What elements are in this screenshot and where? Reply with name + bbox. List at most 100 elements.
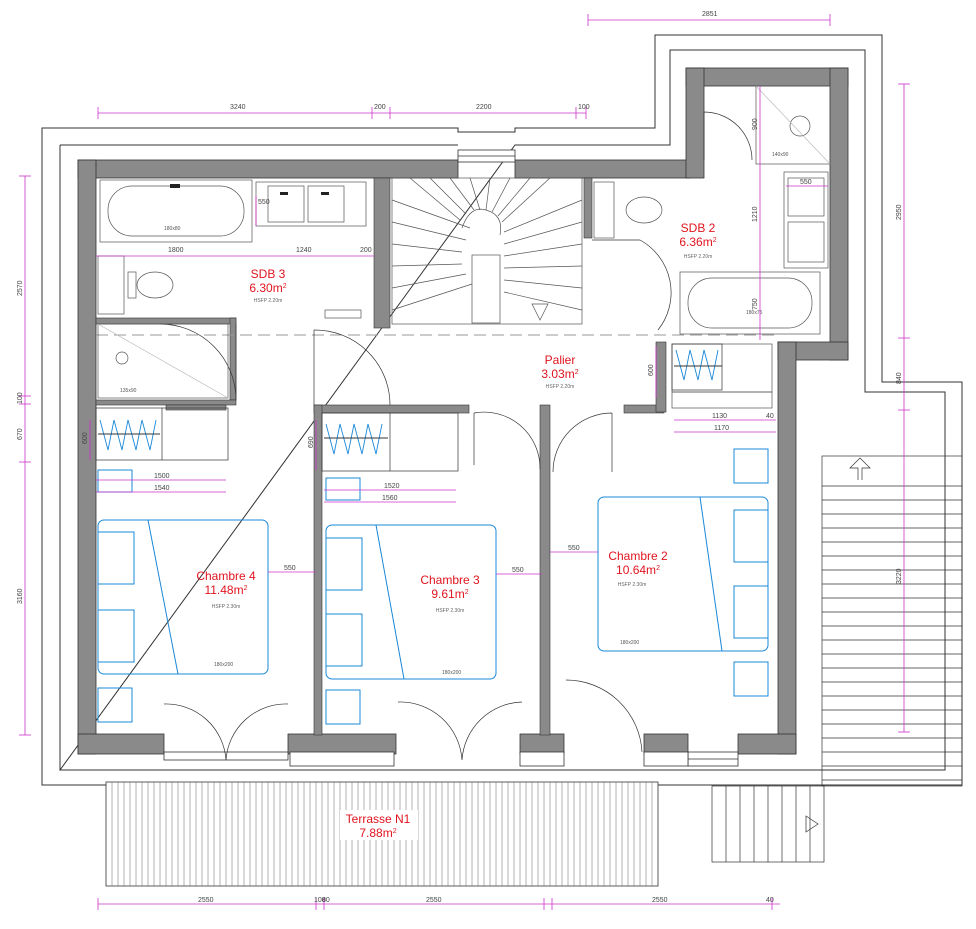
dim-left-4: 3160 <box>17 588 24 604</box>
dim-top-right: 2851 <box>702 11 718 18</box>
bed-label-ch3: 180x200 <box>442 670 461 676</box>
bath-label-sdb2: 180x75 <box>746 310 763 316</box>
room-name: Chambre 3 <box>420 573 480 587</box>
hanging-clothes <box>98 349 722 455</box>
svg-text:6.30m2: 6.30m2 <box>249 281 286 295</box>
room-area: 10.64m <box>616 563 656 577</box>
room-name: Chambre 2 <box>608 549 668 563</box>
dim-ch3-closet-1: 1520 <box>384 483 400 490</box>
dim-ch3-closet-2: 1560 <box>382 495 398 502</box>
bedroom-furniture <box>97 448 769 725</box>
dim-clear-ch4: 550 <box>284 565 296 572</box>
dim-bottom-4: 2550 <box>426 897 442 904</box>
room-area: 6.36m <box>679 235 712 249</box>
dim-ch4-closet-2: 1540 <box>154 485 170 492</box>
room-sdb3: SDB 3 6.30m2 HSFP 2.20m <box>249 267 286 304</box>
dim-clear-ch3: 550 <box>512 567 524 574</box>
dim-sdb3-3: 200 <box>360 247 372 254</box>
area-unit: 2 <box>465 589 469 596</box>
room-area: 6.30m <box>249 281 282 295</box>
dim-bottom-5: 2550 <box>652 897 668 904</box>
dim-top-3: 2200 <box>476 104 492 111</box>
dim-closet-3: 1170 <box>714 425 729 432</box>
shower-label-sdb3: 135x90 <box>120 388 137 394</box>
dim-palier-closet: 600 <box>648 364 655 376</box>
room-terrasse: Terrasse N1 7.88m2 <box>340 810 418 840</box>
room-area: 3.03m <box>541 367 574 381</box>
svg-text:3.03m2: 3.03m2 <box>541 367 578 381</box>
dim-left-2: 100 <box>17 392 24 404</box>
exterior-stairs <box>711 455 963 863</box>
dim-top-4: 100 <box>578 104 590 111</box>
dim-sdb3-basin: 550 <box>258 199 270 206</box>
interior-walls <box>95 177 667 736</box>
room-chambre4: Chambre 4 11.48m2 HSFP 2.30m <box>196 569 256 610</box>
room-hsfp: HSFP 2.20m <box>254 298 283 304</box>
bath-label-sdb3: 180x80 <box>164 226 181 232</box>
taps-sdb3 <box>170 184 329 195</box>
dim-sdb2-v2: 1210 <box>752 206 759 222</box>
dim-sdb2-v3: 750 <box>752 298 759 310</box>
room-name: Palier <box>545 353 576 367</box>
exterior-walls <box>77 67 849 755</box>
room-area: 7.88m <box>359 826 392 840</box>
staircase <box>391 177 583 325</box>
area-unit: 2 <box>575 369 579 376</box>
svg-text:9.61m2: 9.61m2 <box>431 587 468 601</box>
room-chambre2: Chambre 2 10.64m2 HSFP 2.30m <box>608 549 668 588</box>
dim-clear-ch2: 550 <box>568 545 580 552</box>
dim-right-1: 2950 <box>896 204 903 220</box>
shower-label-sdb2: 140x90 <box>772 152 789 158</box>
svg-text:6.36m2: 6.36m2 <box>679 235 716 249</box>
dim-sdb2-v1: 900 <box>752 118 759 130</box>
bed-label-ch2: 180x200 <box>620 640 639 646</box>
dim-bottom-1: 2550 <box>198 897 214 904</box>
dim-left-1: 2570 <box>17 280 24 296</box>
room-name: Chambre 4 <box>196 569 256 583</box>
dim-bottom-3: 80 <box>322 897 330 904</box>
room-hsfp: HSFP 2.20m <box>684 254 713 260</box>
area-unit: 2 <box>393 828 397 835</box>
room-sdb2: SDB 2 6.36m2 HSFP 2.20m <box>679 221 716 260</box>
dim-closet-2: 40 <box>766 413 774 420</box>
svg-text:11.48m2: 11.48m2 <box>204 583 247 597</box>
area-unit: 2 <box>244 585 248 592</box>
bed-label-ch4: 180x200 <box>214 662 233 668</box>
area-unit: 2 <box>283 283 287 290</box>
room-hsfp: HSFP 2.20m <box>546 384 575 390</box>
dim-sdb3-2: 1240 <box>296 247 312 254</box>
dim-top-2: 200 <box>374 104 386 111</box>
svg-text:10.64m2: 10.64m2 <box>616 563 660 577</box>
room-hsfp: HSFP 2.30m <box>212 604 241 610</box>
area-unit: 2 <box>656 565 660 572</box>
dim-sdb3-1: 1800 <box>168 247 184 254</box>
dim-left-3: 670 <box>17 428 24 440</box>
room-name: Terrasse N1 <box>346 812 411 826</box>
dim-right-2: 840 <box>896 372 903 384</box>
room-chambre3: Chambre 3 9.61m2 HSFP 2.30m <box>420 573 480 614</box>
dim-bottom-2: 100 <box>314 897 326 904</box>
dim-closet-1: 1130 <box>712 413 727 420</box>
dim-sdb2-basin: 550 <box>800 179 812 186</box>
dim-ch4-closet-depth: 600 <box>82 432 89 444</box>
area-unit: 2 <box>713 237 717 244</box>
dim-ch4-closet-1: 1500 <box>154 473 170 480</box>
room-hsfp: HSFP 2.30m <box>436 608 465 614</box>
room-name: SDB 3 <box>251 267 286 281</box>
dim-ch3-closet-depth: 690 <box>308 436 315 448</box>
room-name: SDB 2 <box>681 221 716 235</box>
room-hsfp: HSFP 2.30m <box>618 582 647 588</box>
window-frames <box>163 149 739 767</box>
room-palier: Palier 3.03m2 HSFP 2.20m <box>541 353 578 390</box>
room-area: 11.48m <box>204 583 243 597</box>
door-swing-sdb3-shower <box>159 323 237 401</box>
dim-right-3: 3220 <box>896 568 903 584</box>
doors <box>159 111 753 761</box>
dim-bottom-6: 40 <box>766 897 774 904</box>
wardrobes <box>95 343 723 472</box>
svg-text:7.88m2: 7.88m2 <box>359 826 396 840</box>
room-area: 9.61m <box>431 587 464 601</box>
dim-top-1: 3240 <box>230 104 246 111</box>
dimension-lines <box>19 14 910 910</box>
